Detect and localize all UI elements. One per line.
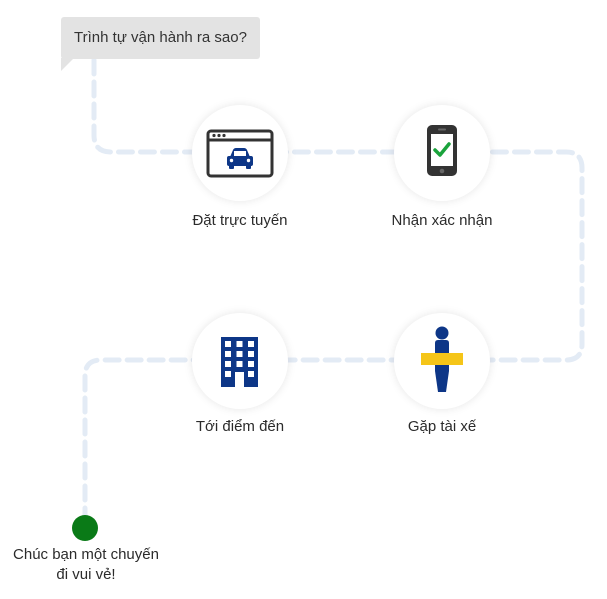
step-label-confirmation: Nhận xác nhận (391, 212, 493, 229)
phone-confirmation-icon (427, 125, 457, 176)
end-message-line2: đi vui vẻ! (56, 566, 116, 583)
step-online-booking (192, 105, 288, 201)
step-destination (192, 313, 288, 409)
end-message-line1: Chúc bạn một chuyến (13, 546, 159, 563)
step-meet-driver (394, 313, 490, 409)
step-label-online-booking: Đặt trực tuyến (192, 212, 288, 229)
end-message: Chúc bạn một chuyến đi vui vẻ! (0, 545, 172, 585)
step-label-destination: Tới điểm đến (195, 418, 285, 435)
step-confirmation (394, 105, 490, 201)
question-bubble: Trình tự vận hành ra sao? (61, 17, 260, 59)
meet-driver-icon (421, 326, 463, 392)
online-booking-icon (206, 129, 274, 178)
bubble-tail (61, 58, 74, 71)
step-label-meet-driver: Gặp tài xế (407, 418, 477, 435)
destination-building-icon (221, 337, 258, 387)
end-marker-dot (72, 515, 98, 541)
question-text: Trình tự vận hành ra sao? (74, 29, 247, 46)
